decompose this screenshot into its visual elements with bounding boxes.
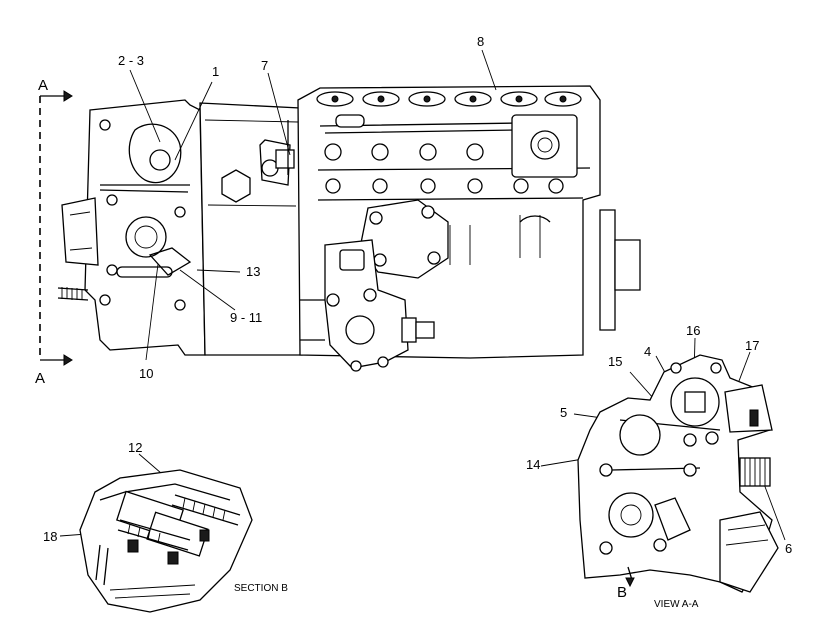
section-a-marker xyxy=(39,90,73,366)
callout-9-11: 9 - 11 xyxy=(230,310,262,325)
callout-6: 6 xyxy=(785,541,792,556)
callout-8: 8 xyxy=(477,34,484,49)
section-b-label: B xyxy=(617,584,627,601)
callout-5: 5 xyxy=(560,405,567,420)
section-b-marker xyxy=(625,566,635,588)
callout-4: 4 xyxy=(644,344,651,359)
callout-1: 1 xyxy=(212,64,219,79)
head-bolts xyxy=(324,143,564,194)
transfer-pump xyxy=(324,239,435,372)
view-aa-inset xyxy=(577,354,779,593)
callout-16: 16 xyxy=(686,323,700,338)
callout-10: 10 xyxy=(139,366,153,381)
callout-13: 13 xyxy=(246,264,260,279)
section-a-label-bottom: A xyxy=(35,370,45,387)
section-a-label-top: A xyxy=(38,77,48,94)
callout-7: 7 xyxy=(261,58,268,73)
delivery-valves xyxy=(316,91,582,107)
section-b-caption: SECTION B xyxy=(234,583,288,594)
section-b-inset xyxy=(79,469,253,613)
callout-17: 17 xyxy=(745,338,759,353)
round-cover-plate xyxy=(359,199,449,279)
callout-12: 12 xyxy=(128,440,142,455)
callout-18: 18 xyxy=(43,529,57,544)
callout-2-3: 2 - 3 xyxy=(118,53,144,68)
main-pump-assembly xyxy=(57,85,641,372)
callout-14: 14 xyxy=(526,457,540,472)
view-aa-caption: VIEW A-A xyxy=(654,599,699,610)
callout-15: 15 xyxy=(608,354,622,369)
